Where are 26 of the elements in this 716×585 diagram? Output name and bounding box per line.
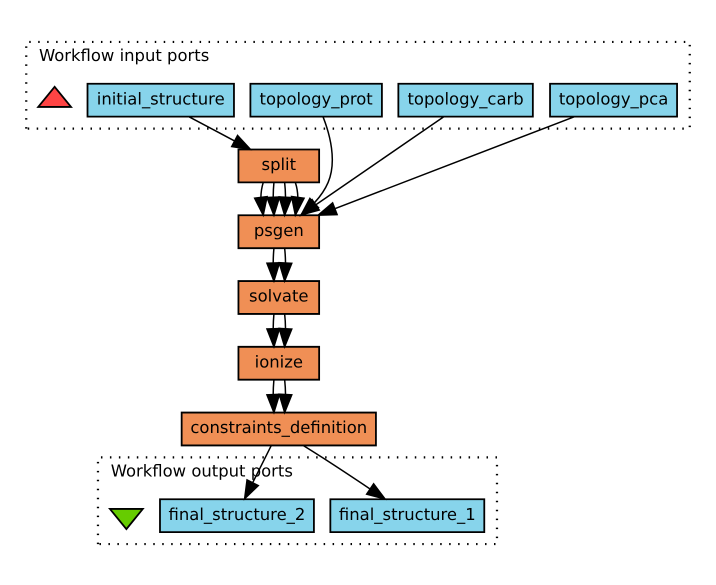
- node-box: final_structure_1: [329, 498, 486, 532]
- arrow: [254, 182, 268, 217]
- node-box: topology_prot: [250, 82, 383, 118]
- node-box: final_structure_2: [159, 498, 315, 532]
- node-triangle: [36, 84, 73, 108]
- arrow: [290, 182, 306, 217]
- arrow: [278, 182, 293, 217]
- arrow: [278, 248, 293, 283]
- arrow: [303, 444, 387, 500]
- arrow: [266, 248, 281, 283]
- node-box: ionize: [238, 345, 320, 380]
- arrow: [266, 314, 281, 348]
- node-box: psgen: [238, 214, 320, 249]
- arrow: [266, 182, 281, 217]
- arrow: [266, 379, 281, 414]
- node-box: topology_pca: [549, 82, 678, 118]
- node-box: initial_structure: [86, 82, 235, 118]
- arrow: [278, 314, 293, 348]
- arrow: [316, 116, 575, 216]
- node-box: topology_carb: [397, 82, 534, 118]
- node-box: solvate: [238, 280, 320, 314]
- arrow: [278, 379, 293, 414]
- node-box: constraints_definition: [180, 411, 377, 446]
- node-triangle: [108, 508, 145, 530]
- arrow: [188, 116, 252, 150]
- node-box: split: [238, 148, 320, 183]
